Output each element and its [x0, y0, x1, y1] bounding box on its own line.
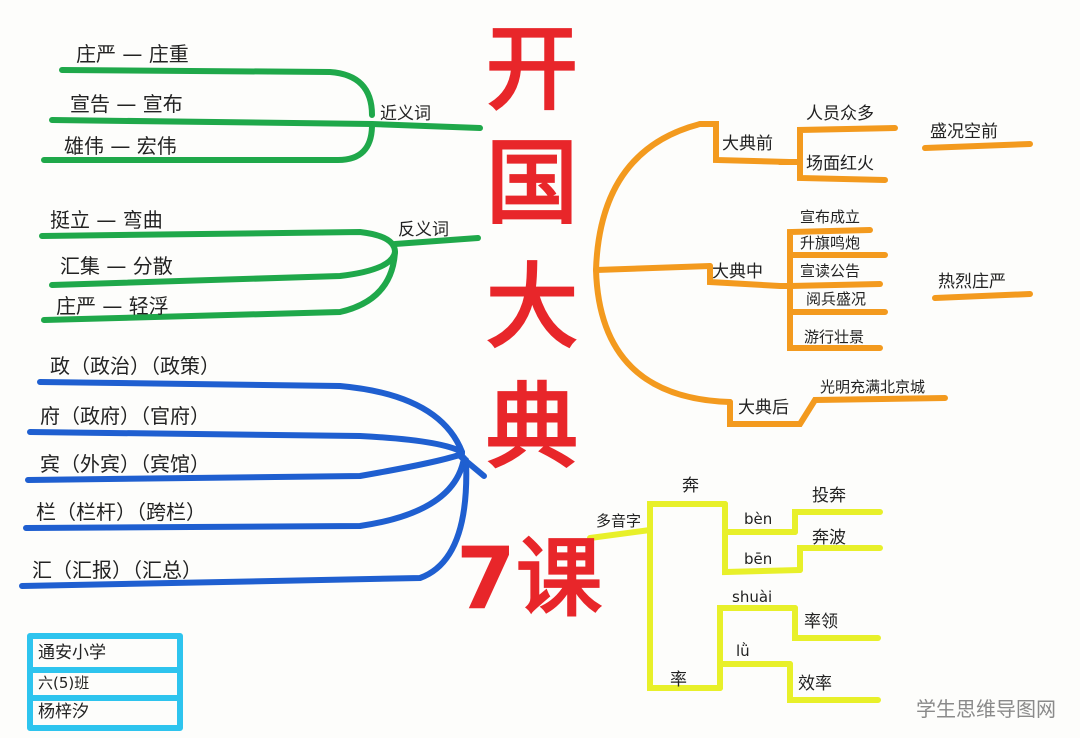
word-branches	[19, 379, 487, 589]
title-char-2: 国	[486, 130, 579, 237]
stage-after-item: 光明充满北京城	[820, 378, 926, 396]
info-box	[27, 633, 183, 731]
polyphone-branches	[587, 501, 883, 703]
stage-during-item-4: 阅兵盛况	[806, 290, 867, 308]
title-char-4: 典	[486, 374, 579, 481]
title-char-6: 课	[516, 529, 602, 629]
stage-during-item-1: 宣布成立	[800, 208, 861, 226]
word-item-3: 宾（外宾）（宾馆）	[40, 452, 210, 476]
word-shuailing: 率领	[804, 612, 838, 632]
stage-after-label: 大典后	[738, 398, 789, 418]
synonym-pair-3: 雄伟 — 宏伟	[64, 134, 177, 158]
stage-during-label: 大典中	[712, 262, 763, 282]
synonym-label: 近义词	[380, 104, 431, 124]
stage-branches	[593, 121, 1033, 427]
stage-during-item-2: 升旗鸣炮	[800, 234, 861, 252]
word-item-1: 政（政治）（政策）	[50, 354, 220, 378]
word-item-5: 汇（汇报）（汇总）	[32, 558, 202, 582]
info-name: 杨梓汐	[38, 702, 89, 722]
title-char-1: 开	[486, 16, 579, 123]
title-char-3: 大	[486, 254, 579, 361]
word-item-2: 府（政府）（官府）	[40, 404, 210, 428]
stage-during-item-5: 游行壮景	[804, 328, 865, 346]
word-benbo: 奔波	[812, 528, 846, 548]
stage-before-item-1: 人员众多	[806, 104, 874, 124]
polyphone-char-ben: 奔	[682, 476, 699, 496]
pinyin-ben-4: bèn	[744, 510, 773, 528]
stage-before-summary: 盛况空前	[930, 122, 998, 142]
stage-during-summary: 热烈庄严	[938, 272, 1006, 292]
polyphone-label: 多音字	[596, 512, 642, 530]
stage-before-label: 大典前	[722, 134, 773, 154]
antonym-pair-1: 挺立 — 弯曲	[50, 208, 163, 232]
stage-during-item-3: 宣读公告	[800, 262, 861, 280]
antonym-label: 反义词	[398, 220, 449, 240]
word-xiaolv: 效率	[798, 674, 832, 694]
title-char-5: 7	[456, 529, 516, 629]
word-item-4: 栏（栏杆）（跨栏）	[36, 500, 206, 524]
pinyin-ben-1: bēn	[744, 550, 773, 568]
synonym-pair-1: 庄严 — 庄重	[76, 42, 189, 66]
word-toubben: 投奔	[812, 486, 846, 506]
pinyin-shuai: shuài	[732, 588, 773, 606]
pinyin-lv: lǜ	[736, 642, 750, 660]
watermark: 学生思维导图网	[916, 697, 1056, 721]
info-class: 六(5)班	[38, 674, 90, 692]
antonym-branches	[39, 228, 481, 323]
synonym-branches	[41, 67, 483, 163]
stage-before-item-2: 场面红火	[806, 154, 874, 174]
synonym-pair-2: 宣告 — 宣布	[70, 92, 183, 116]
polyphone-char-shuai: 率	[670, 670, 687, 690]
antonym-pair-2: 汇集 — 分散	[60, 254, 173, 278]
antonym-pair-3: 庄严 — 轻浮	[56, 294, 169, 318]
info-school: 通安小学	[38, 643, 106, 663]
